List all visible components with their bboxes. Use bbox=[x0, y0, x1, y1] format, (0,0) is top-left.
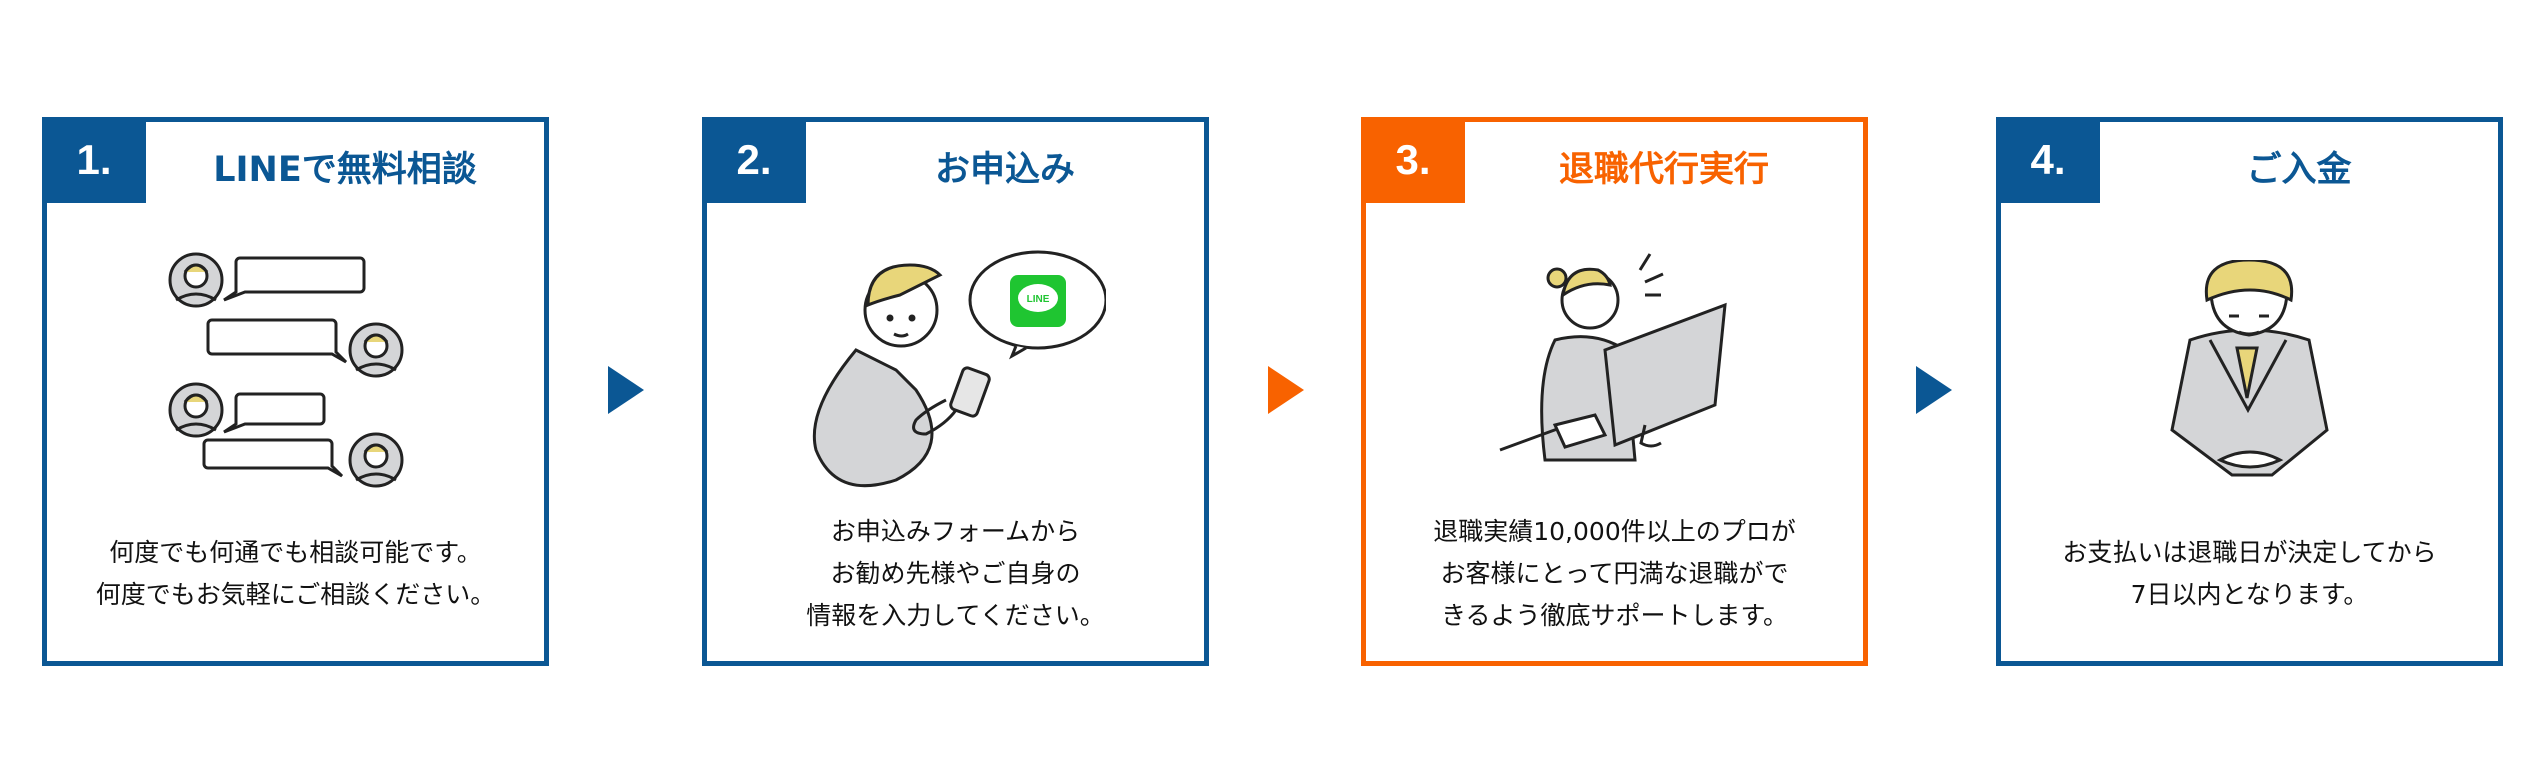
description-line: お客様にとって円満な退職がで bbox=[1440, 559, 1789, 588]
arrow-right-icon bbox=[608, 366, 644, 414]
step-description: 何度でも何通でも相談可能です。 何度でもお気軽にご相談ください。 bbox=[57, 507, 534, 641]
step-number: 4. bbox=[1996, 117, 2100, 203]
description-line: 何度でもお気軽にご相談ください。 bbox=[95, 580, 496, 609]
step-description: お申込みフォームから お勧め先様やご自身の 情報を入力してください。 bbox=[717, 507, 1194, 641]
description-line: 7日以内となります。 bbox=[2130, 580, 2369, 609]
operator-computer-icon bbox=[1366, 240, 1863, 500]
description-line: お申込みフォームから bbox=[830, 517, 1081, 546]
arrow-right-icon bbox=[1268, 366, 1304, 414]
description-line: お勧め先様やご自身の bbox=[830, 559, 1081, 588]
step-title: LINEで無料相談 bbox=[213, 149, 477, 190]
description-line: 情報を入力してください。 bbox=[806, 601, 1105, 630]
step-description: お支払いは退職日が決定してから 7日以内となります。 bbox=[2011, 507, 2488, 641]
description-line: きるよう徹底サポートします。 bbox=[1440, 601, 1788, 630]
description-line: お支払いは退職日が決定してから bbox=[2062, 538, 2437, 567]
step-title: ご入金 bbox=[2246, 149, 2352, 190]
step-card-3: 3. 退職代行実行 退職実績10,000件以上のプロが お客様にとって円満な退職… bbox=[1361, 117, 1868, 666]
arrow-right-icon bbox=[1916, 366, 1952, 414]
step-number: 2. bbox=[702, 117, 806, 203]
step-title: 退職代行実行 bbox=[1558, 149, 1769, 190]
chat-bubbles-icon bbox=[47, 240, 544, 500]
description-line: 何度でも何通でも相談可能です。 bbox=[109, 538, 482, 567]
line-logo-text: LINE bbox=[1026, 294, 1049, 305]
step-card-1: 1. LINEで無料相談 何度でも何通でも相談可能です。 何度でもお気軽にご相談… bbox=[42, 117, 549, 666]
step-card-4: 4. ご入金 お支払いは退職日が決定してから 7日以内となります。 bbox=[1996, 117, 2503, 666]
step-description: 退職実績10,000件以上のプロが お客様にとって円満な退職がで きるよう徹底サ… bbox=[1376, 507, 1853, 641]
description-line: 退職実績10,000件以上のプロが bbox=[1433, 517, 1796, 546]
step-title: お申込み bbox=[934, 149, 1075, 190]
step-card-2: 2. お申込み LINE お申込みフォームから お勧め先様やご自身の 情報を入力… bbox=[702, 117, 1209, 666]
person-phone-line-icon: LINE bbox=[707, 240, 1204, 500]
bowing-businessman-icon bbox=[2001, 240, 2498, 500]
step-number: 3. bbox=[1361, 117, 1465, 203]
step-number: 1. bbox=[42, 117, 146, 203]
